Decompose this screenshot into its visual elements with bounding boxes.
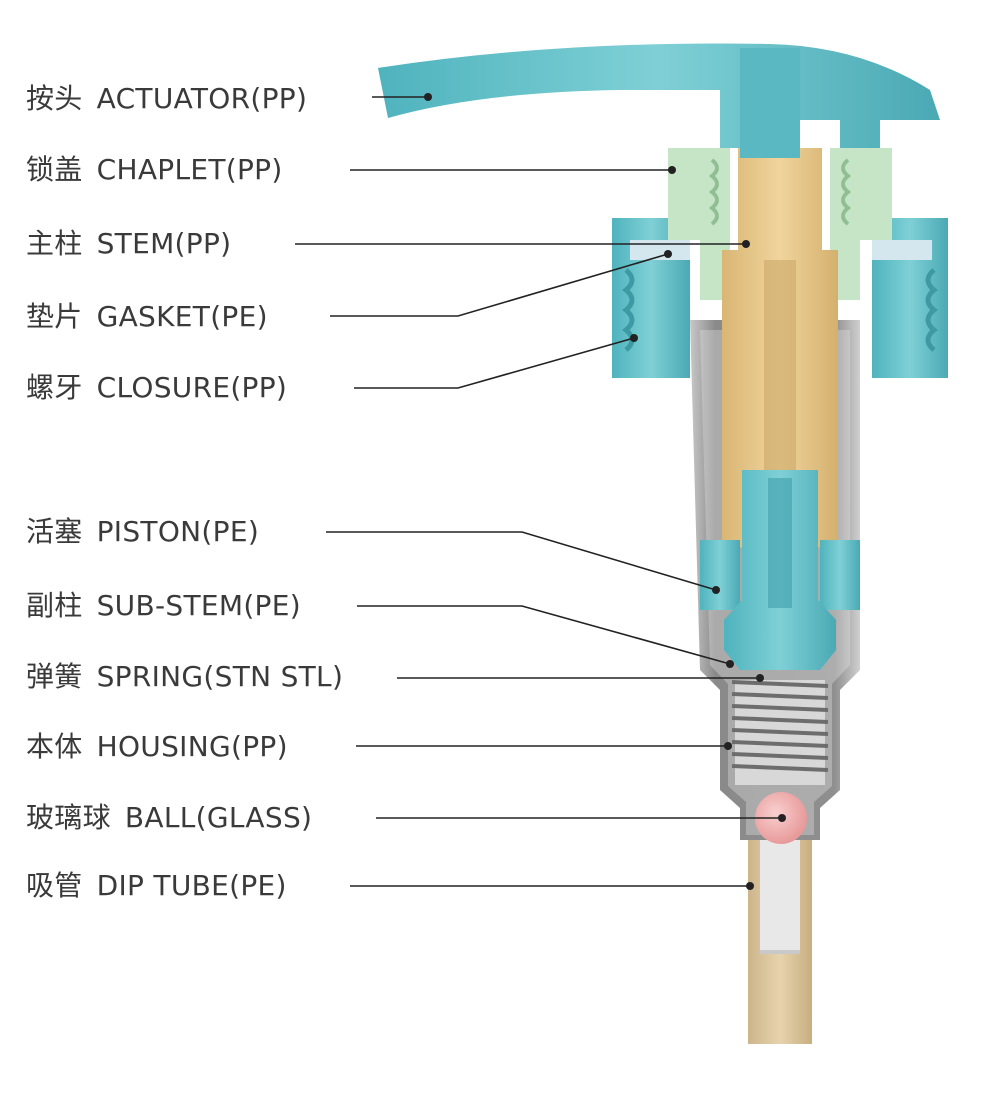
label-gasket: 垫片 GASKET(PE) (26, 300, 268, 334)
label-actuator-en: ACTUATOR(PP) (96, 82, 308, 115)
label-ball: 玻璃球 BALL(GLASS) (26, 801, 312, 835)
label-actuator: 按头 ACTUATOR(PP) (26, 82, 307, 116)
label-dip-tube-en: DIP TUBE(PE) (96, 869, 287, 902)
piston (700, 540, 860, 610)
chaplet (668, 148, 892, 300)
label-housing-en: HOUSING(PP) (96, 730, 288, 763)
label-chaplet: 锁盖 CHAPLET(PP) (26, 153, 283, 187)
leader-sub-stem (357, 605, 731, 665)
label-sub-stem-en: SUB-STEM(PE) (96, 589, 301, 622)
label-spring: 弹簧 SPRING(STN STL) (26, 660, 343, 694)
chaplet-threads (708, 158, 852, 226)
label-closure-en: CLOSURE(PP) (96, 371, 288, 404)
label-closure-zh: 螺牙 (26, 371, 83, 404)
label-spring-zh: 弹簧 (26, 660, 83, 693)
actuator (378, 43, 940, 158)
label-stem-en: STEM(PP) (96, 227, 232, 260)
label-ball-en: BALL(GLASS) (124, 801, 313, 834)
leader-dots (424, 93, 786, 890)
label-dip-tube: 吸管 DIP TUBE(PE) (26, 869, 287, 903)
label-stem: 主柱 STEM(PP) (26, 227, 231, 261)
label-chaplet-zh: 锁盖 (26, 153, 83, 186)
label-closure: 螺牙 CLOSURE(PP) (26, 371, 287, 405)
leader-lines (295, 96, 782, 887)
leader-gasket (330, 253, 669, 317)
label-sub-stem-zh: 副柱 (26, 589, 83, 622)
label-piston-zh: 活塞 (26, 515, 83, 548)
sub-stem (724, 470, 836, 670)
label-stem-zh: 主柱 (26, 227, 83, 260)
leader-piston (326, 531, 717, 591)
label-dip-tube-zh: 吸管 (26, 869, 83, 902)
spring (731, 680, 829, 772)
label-sub-stem: 副柱 SUB-STEM(PE) (26, 589, 301, 623)
leader-closure (354, 337, 635, 389)
stem (722, 148, 838, 548)
label-spring-en: SPRING(STN STL) (96, 660, 344, 693)
label-gasket-zh: 垫片 (26, 300, 83, 333)
label-actuator-zh: 按头 (26, 82, 83, 115)
label-housing-zh: 本体 (26, 730, 83, 763)
label-chaplet-en: CHAPLET(PP) (96, 153, 283, 186)
gasket (630, 240, 932, 260)
label-piston: 活塞 PISTON(PE) (26, 515, 259, 549)
label-gasket-en: GASKET(PE) (96, 300, 268, 333)
label-piston-en: PISTON(PE) (96, 515, 260, 548)
dip-tube (748, 838, 812, 1044)
label-ball-zh: 玻璃球 (26, 801, 111, 834)
label-housing: 本体 HOUSING(PP) (26, 730, 288, 764)
